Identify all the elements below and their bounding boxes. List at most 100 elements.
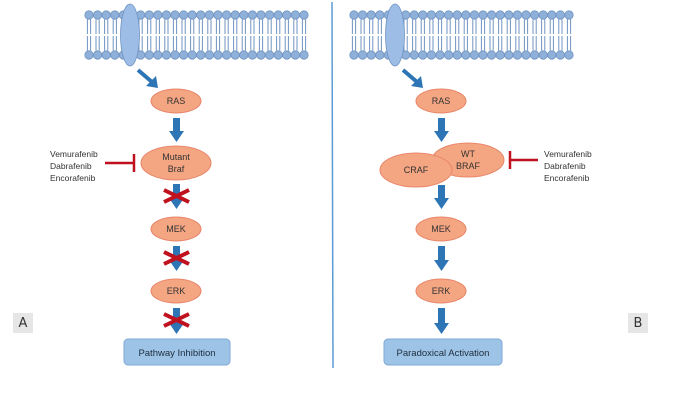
erk-label-b: ERK xyxy=(432,286,451,296)
arrow-ras-to-braf-a xyxy=(169,118,184,142)
lipid xyxy=(290,10,300,60)
lipid xyxy=(179,10,189,60)
blocked-arrow-braf-to-mek xyxy=(163,184,190,209)
lipid xyxy=(486,10,497,60)
lipid xyxy=(512,10,523,60)
lipid xyxy=(495,10,505,60)
arrow-ras-to-raf-b xyxy=(434,118,449,142)
lipid xyxy=(366,10,376,60)
mek-label-b: MEK xyxy=(431,224,451,234)
ras-label-a: RAS xyxy=(167,96,186,106)
drug-name-b-encorafenib: Encorafenib xyxy=(544,173,590,183)
panel-divider xyxy=(331,1,334,369)
craf-label: CRAF xyxy=(404,165,429,175)
drug-inhibition-b xyxy=(508,151,538,169)
lipid xyxy=(529,10,540,60)
lipid xyxy=(555,10,566,60)
drug-inhibition-a xyxy=(105,154,136,172)
erk-node-b: ERK xyxy=(415,278,467,304)
mutant-braf-node: Mutant Braf xyxy=(140,145,212,181)
lipid xyxy=(282,10,292,60)
panel-label-b: B xyxy=(628,313,648,333)
ras-label-b: RAS xyxy=(432,96,451,106)
drug-name-b-dabrafenib: Dabrafenib xyxy=(544,161,586,171)
erk-node-a: ERK xyxy=(150,278,202,304)
lipid xyxy=(469,10,479,60)
mek-node-a: MEK xyxy=(150,216,202,242)
lipid xyxy=(547,10,557,60)
arrow-mek-to-erk-b xyxy=(434,246,449,271)
outcome-box-b: Paradoxical Activation xyxy=(383,338,503,366)
lipid xyxy=(478,10,488,60)
ras-node-a: RAS xyxy=(150,88,202,114)
lipid xyxy=(538,10,548,60)
lipid xyxy=(409,10,419,60)
lipid xyxy=(461,10,471,60)
drug-name-a-dabrafenib: Dabrafenib xyxy=(50,161,92,171)
drug-name-a-encorafenib: Encorafenib xyxy=(50,173,96,183)
mutant-braf-label-line1: Mutant xyxy=(162,152,190,162)
blocked-arrow-mek-to-erk xyxy=(163,246,190,271)
lipid xyxy=(213,10,223,60)
lipid xyxy=(564,10,574,60)
craf-node: CRAF xyxy=(379,152,453,188)
lipid xyxy=(144,10,154,60)
receptor-icon xyxy=(120,3,140,67)
lipid xyxy=(196,10,206,60)
drug-name-b-vemurafenib: Vemurafenib xyxy=(544,149,592,159)
lipid xyxy=(239,10,249,60)
arrow-erk-to-outcome-b xyxy=(434,308,449,334)
lipid xyxy=(426,10,436,60)
outcome-box-a: Pathway Inhibition xyxy=(123,338,231,366)
lipid xyxy=(504,10,514,60)
lipid xyxy=(443,10,454,60)
lipid xyxy=(521,10,531,60)
lipid xyxy=(349,10,359,60)
block-x-icon xyxy=(163,188,190,204)
lipid xyxy=(357,10,368,60)
lipid xyxy=(299,10,309,60)
lipid xyxy=(170,10,180,60)
wt-braf-label-line2: BRAF xyxy=(456,161,481,171)
drug-name-a-vemurafenib: Vemurafenib xyxy=(50,149,98,159)
arrow-raf-to-mek-b xyxy=(434,185,449,209)
lipid xyxy=(84,10,94,60)
mek-label-a: MEK xyxy=(166,224,186,234)
mek-node-b: MEK xyxy=(415,216,467,242)
block-x-icon xyxy=(163,250,190,266)
panel-b: RAS WT BRAF CRAF Vemurafenib Dabrafenib … xyxy=(379,68,592,366)
lipid xyxy=(204,10,214,60)
arrow-receptor-to-ras-a xyxy=(136,68,158,88)
panel-a: RAS Mutant Braf Vemurafenib Dabrafenib E… xyxy=(50,68,231,366)
lipid xyxy=(222,10,232,60)
outcome-label-a: Pathway Inhibition xyxy=(138,348,215,359)
mutant-braf-label-line2: Braf xyxy=(168,164,185,174)
ras-node-b: RAS xyxy=(415,88,467,114)
lipid xyxy=(187,10,197,60)
lipid xyxy=(418,10,428,60)
lipid xyxy=(375,10,385,60)
panel-label-a: A xyxy=(13,313,33,333)
lipid xyxy=(101,10,111,60)
cell-membrane-a xyxy=(84,3,309,67)
lipid xyxy=(93,10,103,60)
lipid xyxy=(230,10,240,60)
lipid xyxy=(264,10,275,60)
lipid xyxy=(153,10,163,60)
lipid xyxy=(273,10,283,60)
outcome-label-b: Paradoxical Activation xyxy=(397,348,490,359)
erk-label-a: ERK xyxy=(167,286,186,296)
lipid xyxy=(256,10,266,60)
block-x-icon xyxy=(163,312,190,328)
cell-membrane-b xyxy=(349,3,574,67)
lipid xyxy=(247,10,257,60)
lipid xyxy=(110,10,120,60)
receptor-icon xyxy=(385,3,405,67)
lipid xyxy=(435,10,445,60)
blocked-arrow-erk-to-outcome xyxy=(163,308,190,334)
arrow-receptor-to-ras-b xyxy=(401,68,423,88)
wt-braf-label-line1: WT xyxy=(461,149,475,159)
lipid xyxy=(161,10,171,60)
lipid xyxy=(452,10,462,60)
